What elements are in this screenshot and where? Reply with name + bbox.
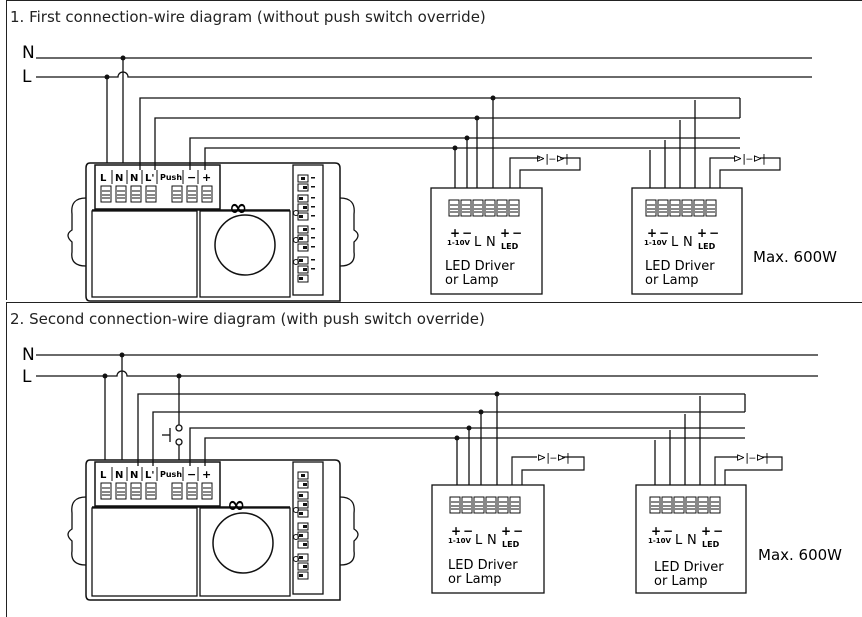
d2-drv2-led-pos: +: [701, 524, 711, 538]
d2-drv1-label-1: LED Driver: [448, 558, 518, 573]
d2-drv2-n: N: [687, 533, 697, 548]
d1-label-n: N: [22, 43, 35, 63]
d1-label-l: L: [22, 67, 32, 87]
d1-drv2-led-pos: +: [697, 226, 707, 240]
d1-drv2-dim-neg: −: [659, 226, 669, 240]
d2-term-lout: L': [145, 470, 154, 481]
d1-drv1-dim-label: 1-10V: [447, 239, 471, 247]
d2-drv2-dim-pos: +: [651, 524, 661, 538]
d2-term-n2: N: [130, 470, 138, 481]
frame-left-border-2: [6, 302, 7, 617]
d1-drv1-dim-neg: −: [462, 226, 472, 240]
d2-drv1-led-label: LED: [502, 540, 520, 549]
d2-drv2-led-neg: −: [713, 524, 723, 538]
d1-output-wires: [139, 97, 741, 188]
d1-term-push: Push: [160, 173, 182, 182]
frame-left-border-1: [6, 0, 7, 300]
d1-infinity-icon: ∞: [229, 196, 247, 221]
d1-drv1-dim-pos: +: [450, 226, 460, 240]
d1-led-symbol-1: ⊳|‒⊳|: [536, 152, 569, 165]
d1-drv2-l: L: [671, 235, 679, 250]
d1-drv2-n: N: [683, 235, 693, 250]
d2-drv1-dim-pos: +: [451, 524, 461, 538]
d2-driver-1: ⊳|‒⊳| + − 1-10V L N + − LED LED Driver o…: [431, 451, 585, 594]
d1-drv1-led-pos: +: [500, 226, 510, 240]
d2-term-push: Push: [160, 470, 182, 479]
d1-drv2-dim-pos: +: [647, 226, 657, 240]
d1-term-minus: −: [187, 171, 196, 184]
d2-drv1-label-2: or Lamp: [448, 572, 502, 587]
d1-drv2-led-neg: −: [709, 226, 719, 240]
frame-top-border-1: [6, 0, 862, 1]
d1-term-l: L: [100, 173, 107, 184]
d1-drv1-led-label: LED: [501, 242, 519, 251]
d1-max-load: Max. 600W: [753, 248, 837, 266]
d1-live-line: [36, 71, 812, 78]
d2-led-symbol-2: ⊳|‒⊳|: [736, 451, 769, 464]
d2-term-minus: −: [187, 468, 196, 481]
d2-drv1-led-pos: +: [501, 524, 511, 538]
d2-term-n1: N: [115, 470, 123, 481]
diagram-2-title: 2. Second connection-wire diagram (with …: [10, 310, 485, 328]
d1-term-lout: L': [145, 173, 154, 184]
diagram-1-title: 1. First connection-wire diagram (withou…: [10, 8, 486, 26]
d2-driver-2: ⊳|‒⊳| + − 1-10V L N + − LED LED Driver o…: [635, 451, 783, 594]
d2-output-wires: [137, 393, 746, 485]
d2-drv2-l: L: [675, 533, 683, 548]
d2-drv2-label-1: LED Driver: [654, 560, 724, 575]
d2-drv2-dim-neg: −: [663, 524, 673, 538]
d1-drv2-label-1: LED Driver: [645, 259, 715, 274]
diagram-1: N L ∞: [22, 43, 837, 302]
d2-drv1-dim-label: 1-10V: [448, 537, 472, 545]
d1-drv1-label-2: or Lamp: [445, 273, 499, 288]
d2-drv1-n: N: [487, 533, 497, 548]
d1-controller: ∞: [67, 162, 359, 302]
d2-live-line: [36, 370, 818, 377]
d1-term-plus: +: [202, 171, 211, 184]
d2-max-load: Max. 600W: [758, 546, 842, 564]
d2-drv2-label-2: or Lamp: [654, 574, 708, 589]
d2-infinity-icon: ∞: [227, 493, 245, 518]
d1-drv1-led-neg: −: [512, 226, 522, 240]
diagram-2: N L: [22, 345, 842, 601]
d2-drv2-led-label: LED: [702, 540, 720, 549]
d2-drv1-led-neg: −: [513, 524, 523, 538]
d2-led-symbol-1: ⊳|‒⊳|: [537, 451, 570, 464]
d1-led-symbol-2: ⊳|‒⊳|: [733, 152, 766, 165]
d2-drv1-l: L: [475, 533, 483, 548]
frame-divider: [6, 302, 862, 303]
d1-term-n2: N: [130, 173, 138, 184]
d1-drv1-l: L: [474, 235, 482, 250]
d1-driver-1: ⊳|‒⊳| + − 1-10V L N + − LED LED Driver o…: [430, 152, 581, 295]
d2-controller: ∞: [67, 459, 359, 601]
d1-drv1-n: N: [486, 235, 496, 250]
d1-drv2-label-2: or Lamp: [645, 273, 699, 288]
d2-drv1-dim-neg: −: [463, 524, 473, 538]
d1-driver-2: ⊳|‒⊳| + − 1-10V L N + − LED LED Driver o…: [631, 152, 781, 295]
d1-drv2-dim-label: 1-10V: [644, 239, 668, 247]
d1-term-n1: N: [115, 173, 123, 184]
d2-label-n: N: [22, 345, 35, 365]
d2-drv2-dim-label: 1-10V: [648, 537, 672, 545]
d1-drv2-led-label: LED: [698, 242, 716, 251]
d2-term-plus: +: [202, 468, 211, 481]
d2-term-l: L: [100, 470, 107, 481]
d2-label-l: L: [22, 367, 32, 387]
d1-drv1-label-1: LED Driver: [445, 259, 515, 274]
d2-push-switch: [162, 376, 183, 466]
